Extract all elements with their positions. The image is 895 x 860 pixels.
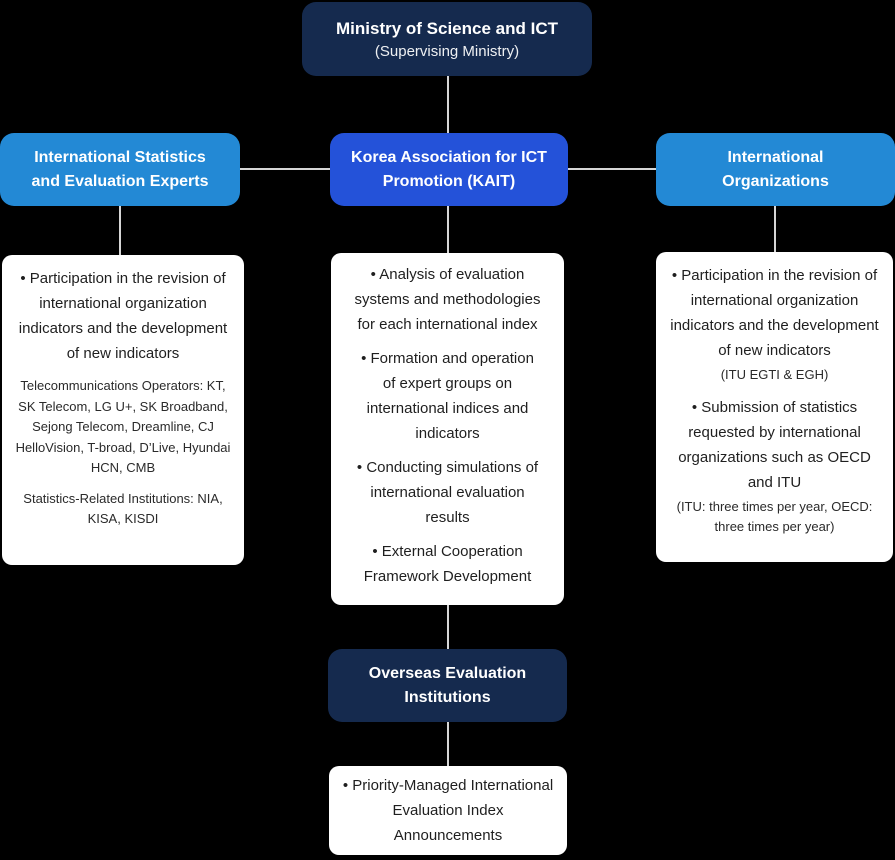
connector-kait-card [447, 205, 449, 255]
experts-box: International Statistics and Evaluation … [0, 133, 240, 206]
note-text: Statistics-Related Institutions: NIA, KI… [23, 490, 223, 527]
connector-kait-organizations [566, 168, 658, 170]
organizations-box: International Organizations [656, 133, 895, 206]
bullet-item: • Analysis of evaluation systems and met… [354, 266, 541, 333]
note-text: (ITU EGTI & EGH) [720, 367, 829, 382]
note-text: (ITU: three times per year, OECD: three … [676, 498, 873, 535]
bullet-item: • External Cooperation Framework Develop… [363, 543, 532, 585]
note-text: Telecommunications Operators: KT, SK Tel… [15, 378, 231, 475]
connector-experts-kait [238, 168, 332, 170]
connector-ministry-kait [447, 74, 449, 134]
overseas-label: Overseas Evaluation Institutions [368, 664, 527, 706]
experts-label: International Statistics and Evaluation … [31, 148, 209, 190]
kait-label: Korea Association for ICT Promotion (KAI… [351, 148, 547, 190]
bullet-item: • Conducting simulations of internationa… [356, 459, 539, 526]
connector-card-overseas [447, 604, 449, 650]
bullet-item: • Priority-Managed International Evaluat… [342, 777, 554, 844]
organizations-card: • Participation in the revision of inter… [656, 252, 893, 562]
bullet-item: • Participation in the revision of inter… [670, 267, 879, 359]
ministry-box: Ministry of Science and ICT (Supervising… [302, 2, 592, 76]
kait-card: • Analysis of evaluation systems and met… [331, 253, 564, 605]
announcement-card: • Priority-Managed International Evaluat… [329, 766, 567, 855]
ministry-title: Ministry of Science and ICT [336, 18, 558, 38]
kait-box: Korea Association for ICT Promotion (KAI… [330, 133, 568, 206]
bullet-item: • Submission of statistics requested by … [678, 398, 871, 491]
organizations-label: International Organizations [722, 148, 829, 190]
experts-card: • Participation in the revision of inter… [2, 255, 244, 565]
connector-organizations-card [774, 205, 776, 254]
connector-overseas-announcement [447, 721, 449, 767]
bullet-item: • Formation and operation of expert grou… [361, 350, 534, 442]
ministry-subtitle: (Supervising Ministry) [374, 42, 520, 60]
overseas-box: Overseas Evaluation Institutions [328, 649, 567, 722]
connector-experts-card [119, 205, 121, 257]
bullet-item: • Participation in the revision of inter… [18, 270, 228, 362]
